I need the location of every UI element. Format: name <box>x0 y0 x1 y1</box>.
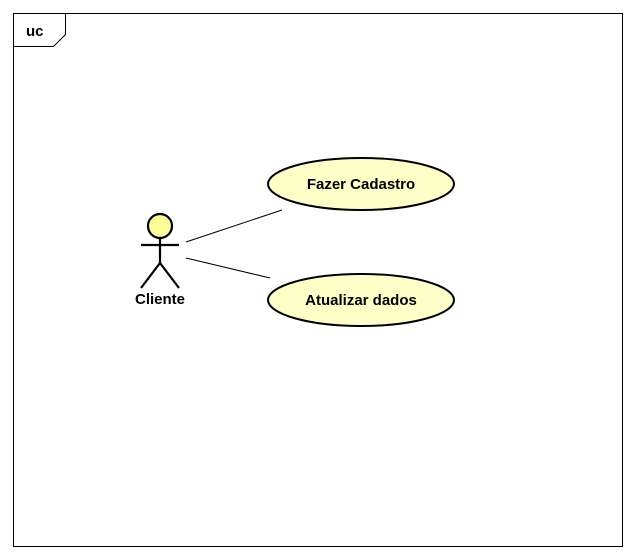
frame-tag-box <box>13 13 66 47</box>
use-case-fazer-cadastro[interactable]: Fazer Cadastro <box>267 157 455 211</box>
stick-figure-icon <box>140 212 180 289</box>
use-case-ellipse <box>267 273 455 327</box>
actor-right-leg <box>159 262 180 289</box>
use-case-label: Atualizar dados <box>305 292 417 309</box>
use-case-ellipse <box>267 157 455 211</box>
actor-label: Cliente <box>135 291 185 308</box>
actor-left-leg <box>140 262 161 289</box>
association-line-atualizar-dados[interactable] <box>185 257 271 279</box>
actor-cliente[interactable]: Cliente <box>135 212 185 308</box>
actor-head <box>146 212 174 240</box>
association-line-fazer-cadastro[interactable] <box>185 209 283 243</box>
frame-tag-label: uc <box>26 23 44 40</box>
associations <box>185 209 283 279</box>
use-case-label: Fazer Cadastro <box>307 176 415 193</box>
use-case-atualizar-dados[interactable]: Atualizar dados <box>267 273 455 327</box>
